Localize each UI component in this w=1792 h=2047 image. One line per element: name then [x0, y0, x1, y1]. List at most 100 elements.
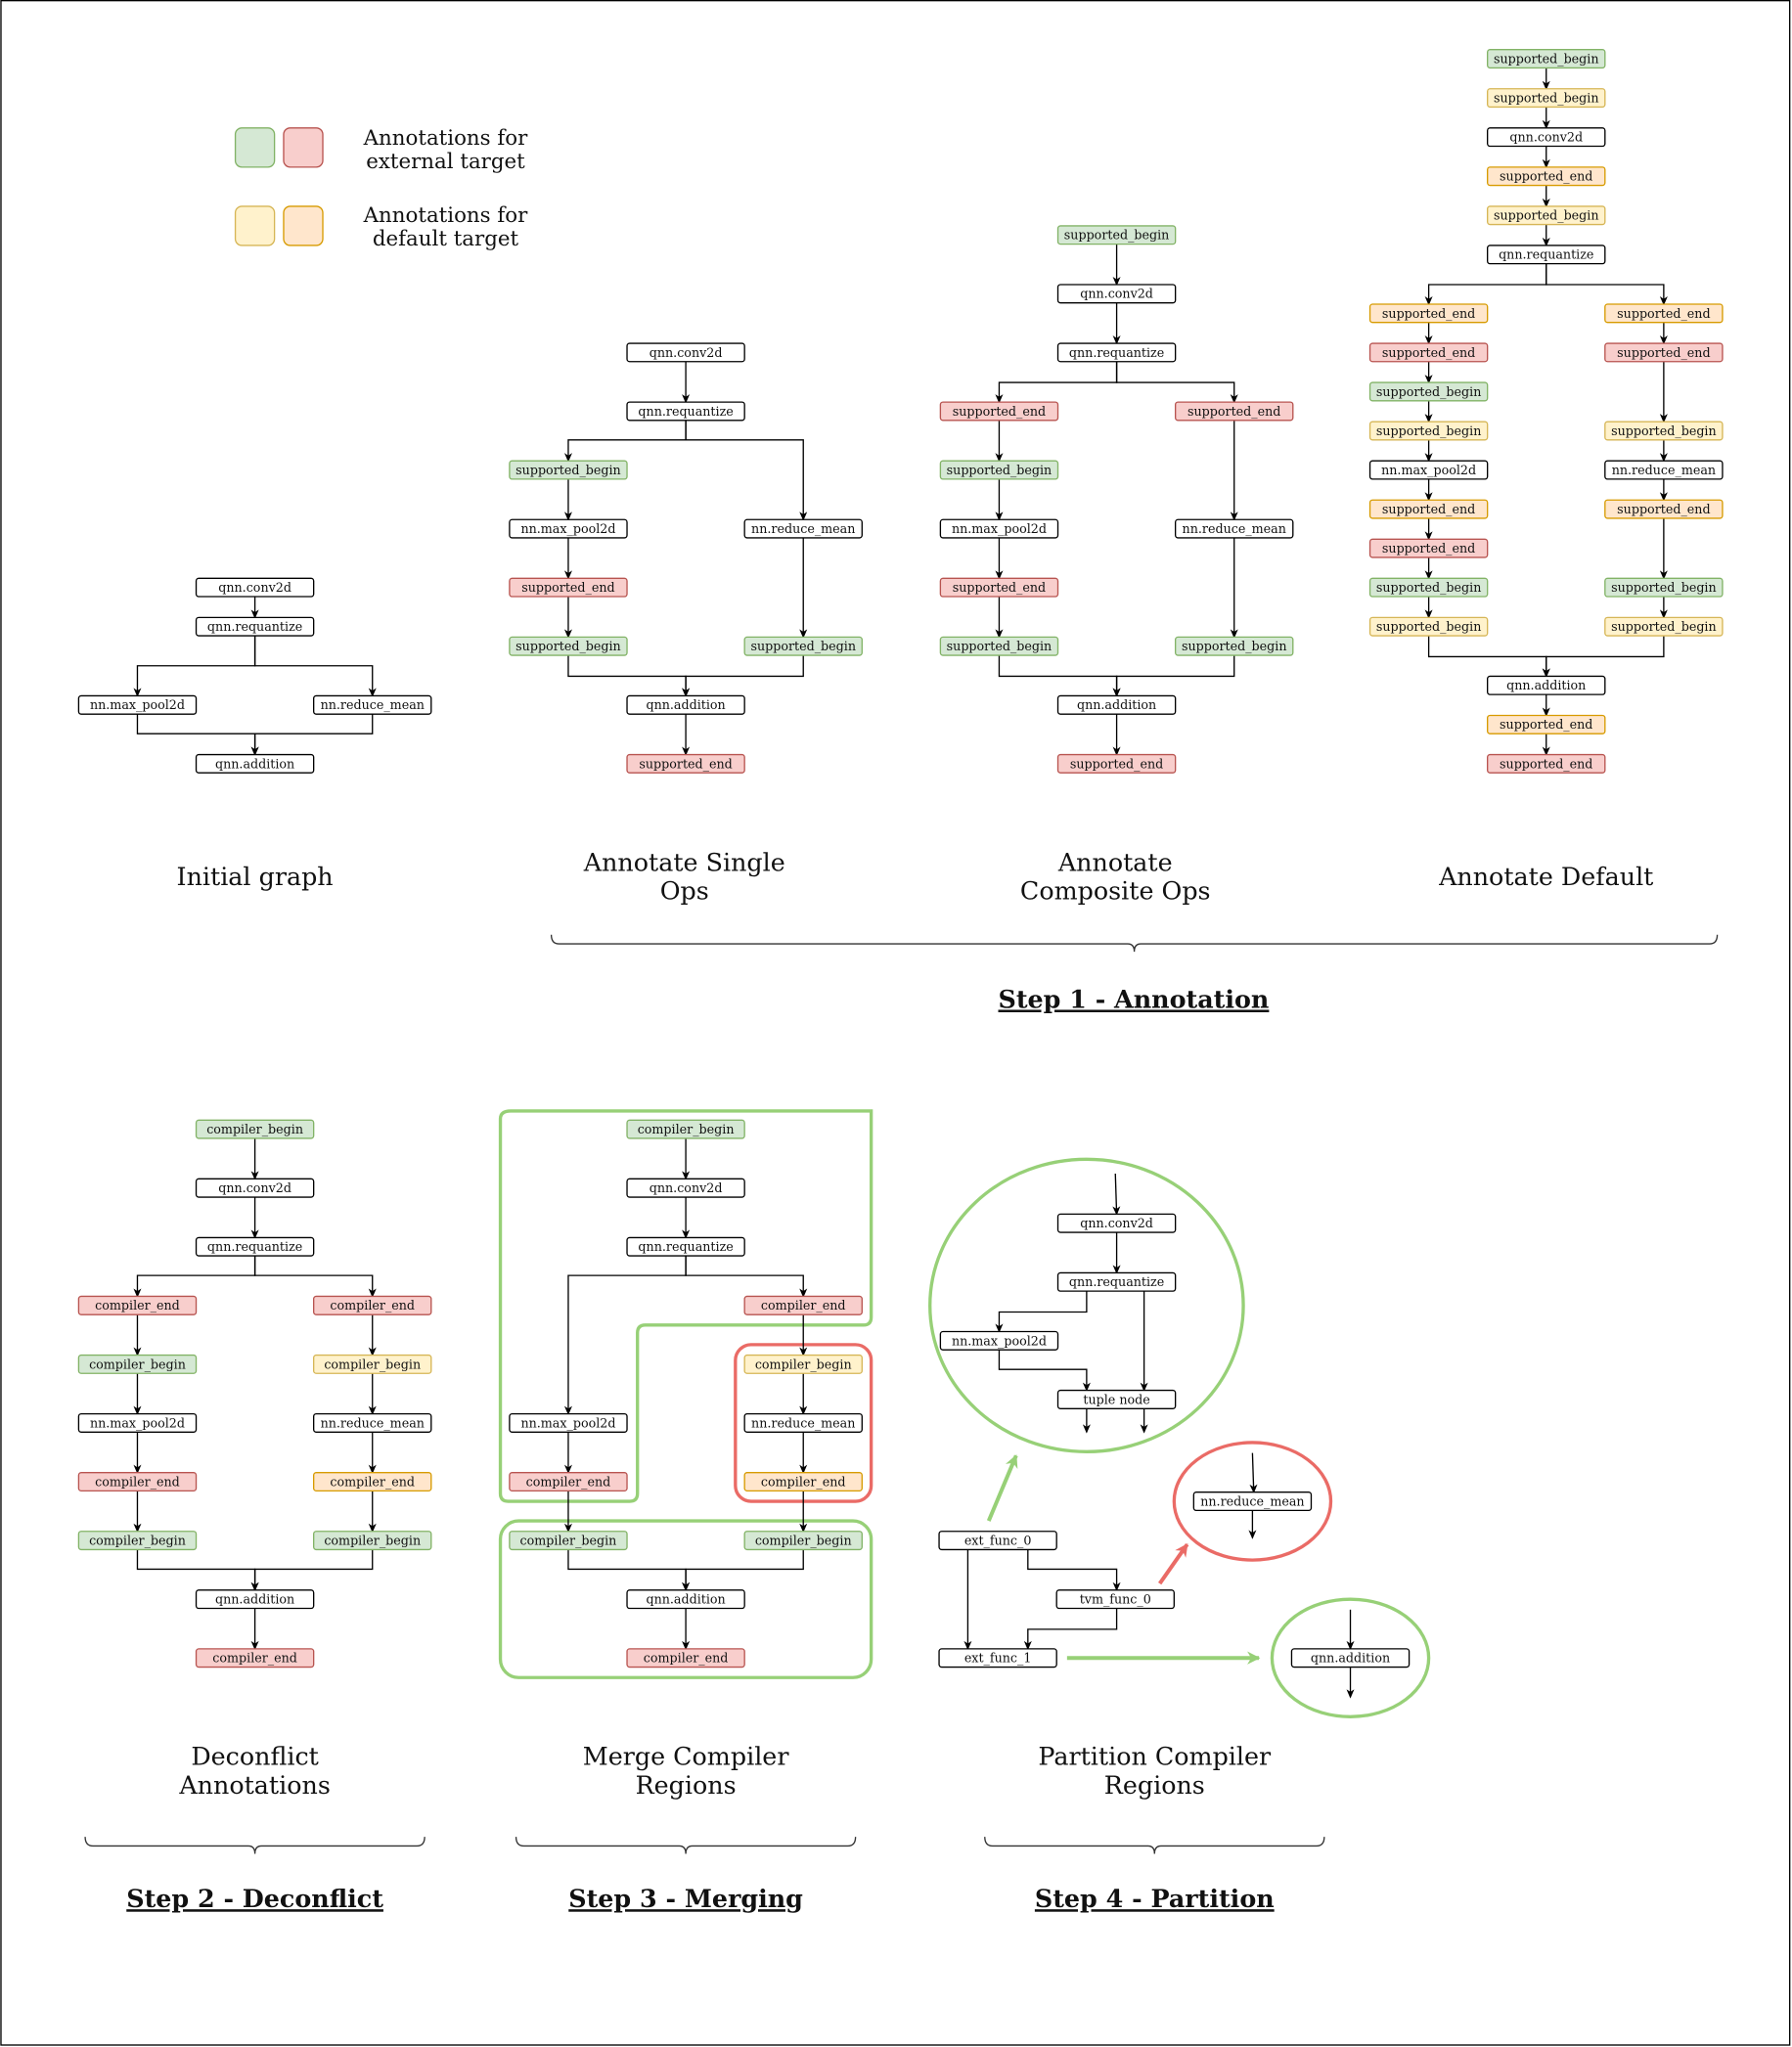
panel-title: Annotations: [178, 1770, 330, 1800]
node-box: [743, 1531, 863, 1551]
node-label: supported_begin: [515, 463, 621, 477]
node-box: [626, 1648, 745, 1669]
node-box: [626, 1589, 745, 1610]
node-box: [939, 1330, 1059, 1351]
graph-node: compiler_end: [509, 1472, 628, 1492]
node-label: compiler_end: [95, 1298, 180, 1313]
graph-node: nn.reduce_mean: [313, 1412, 432, 1433]
graph-node: supported_end: [1368, 342, 1489, 363]
node-box: [1174, 401, 1294, 422]
panel-title: Annotate Single: [583, 847, 785, 876]
node-label: compiler_begin: [89, 1533, 186, 1547]
node-box: [1368, 342, 1489, 363]
edge-arrow: [682, 655, 804, 697]
node-box: [313, 694, 432, 715]
node-box: [626, 1236, 745, 1257]
node-box: [313, 1531, 432, 1551]
graph-node: nn.reduce_mean: [313, 694, 432, 715]
node-label: nn.max_pool2d: [952, 521, 1047, 536]
node-box: [195, 616, 315, 637]
graph-node: qnn.conv2d: [1056, 1213, 1177, 1233]
graph-node: supported_begin: [939, 460, 1059, 480]
node-box: [313, 1295, 432, 1315]
graph-node: nn.max_pool2d: [939, 518, 1059, 539]
node-label: compiler_end: [761, 1298, 846, 1313]
ext-func-0-body: [928, 1157, 1245, 1453]
node-box: [195, 1589, 315, 1610]
node-label: supported_begin: [1611, 580, 1717, 595]
node-label: compiler_begin: [755, 1533, 852, 1547]
node-box: [939, 460, 1059, 480]
graph-node: nn.max_pool2d: [77, 694, 198, 715]
edge-arrow: [250, 714, 374, 756]
graph-node: supported_end: [1604, 342, 1724, 363]
node-box: [626, 753, 745, 774]
node-box: [509, 636, 628, 656]
node-label: nn.reduce_mean: [751, 1415, 855, 1430]
curly-brace: [515, 1837, 857, 1854]
node-label: supported_begin: [1376, 384, 1482, 399]
node-label: nn.max_pool2d: [520, 521, 615, 536]
edge-arrow: [253, 636, 377, 697]
graph-node: supported_end: [1487, 753, 1606, 774]
graph-node: compiler_end: [77, 1295, 198, 1315]
node-box: [1056, 1389, 1177, 1409]
edge-arrow: [1027, 1549, 1121, 1592]
node-label: qnn.conv2d: [650, 345, 723, 360]
graph-node: nn.max_pool2d: [509, 518, 628, 539]
legend-swatch: [283, 205, 324, 246]
node-label: supported_begin: [1064, 228, 1170, 243]
node-box: [1604, 460, 1724, 480]
graph-node: qnn.addition: [195, 1589, 315, 1610]
merged-region-outline: [498, 1109, 874, 1503]
graph-node: supported_begin: [1487, 205, 1606, 226]
node-label: supported_begin: [1494, 91, 1599, 106]
graph-node: supported_end: [1174, 401, 1294, 422]
graph-node: nn.reduce_mean: [1192, 1491, 1313, 1512]
graph-node: compiler_end: [195, 1648, 315, 1669]
node-box: [939, 401, 1059, 422]
graph-node: nn.max_pool2d: [1368, 460, 1489, 480]
graph-node: qnn.addition: [1487, 675, 1606, 695]
graph-node: compiler_begin: [743, 1354, 863, 1374]
graph-node: compiler_end: [743, 1472, 863, 1492]
node-label: supported_end: [953, 580, 1046, 595]
graph-node: supported_end: [939, 577, 1059, 598]
node-label: supported_begin: [515, 639, 621, 653]
node-box: [77, 1295, 198, 1315]
node-box: [743, 1472, 863, 1492]
graph-node: supported_begin: [509, 636, 628, 656]
node-box: [1604, 421, 1724, 441]
node-box: [743, 1295, 863, 1315]
graph-node: qnn.addition: [626, 1589, 745, 1610]
node-label: supported_begin: [1611, 619, 1717, 634]
node-box: [1368, 421, 1489, 441]
node-box: [77, 1354, 198, 1374]
node-box: [77, 1531, 198, 1551]
node-box: [1174, 518, 1294, 539]
graph-node: qnn.addition: [195, 753, 315, 774]
node-label: qnn.addition: [646, 1592, 725, 1607]
node-label: supported_begin: [1182, 639, 1287, 653]
edge-arrow: [685, 420, 808, 521]
node-label: nn.reduce_mean: [1200, 1493, 1304, 1508]
node-label: supported_end: [1070, 756, 1163, 771]
graph-node: nn.max_pool2d: [77, 1412, 198, 1433]
node-box: [313, 1472, 432, 1492]
node-box: [1056, 1213, 1177, 1233]
node-label: ext_func_0: [964, 1533, 1032, 1547]
node-label: nn.max_pool2d: [952, 1333, 1047, 1348]
node-box: [743, 636, 863, 656]
node-label: nn.max_pool2d: [520, 1415, 615, 1430]
addition-region-outline: [498, 1519, 874, 1679]
step-label: Step 2 - Deconflict: [126, 1884, 383, 1913]
node-box: [939, 636, 1059, 656]
node-label: supported_end: [1382, 345, 1475, 360]
node-label: compiler_end: [212, 1651, 297, 1666]
node-box: [1056, 225, 1177, 245]
node-box: [195, 1178, 315, 1198]
graph-node: supported_end: [1056, 753, 1177, 774]
graph-node: supported_end: [939, 401, 1059, 422]
node-label: qnn.conv2d: [1080, 287, 1153, 301]
